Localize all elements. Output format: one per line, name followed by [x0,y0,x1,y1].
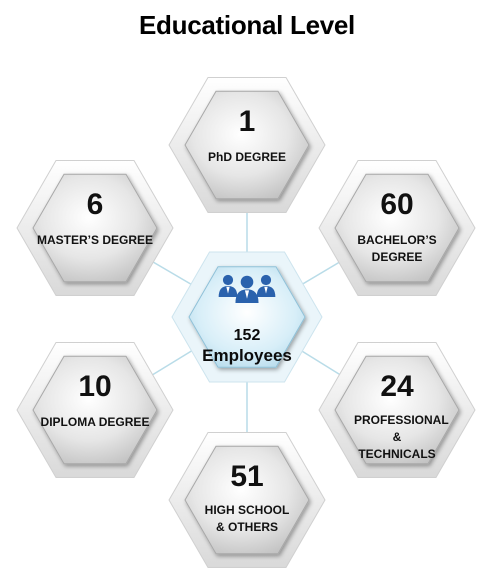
hex-inner-phd [184,90,310,200]
hex-inner-bachelor [334,173,460,283]
hex-master [16,160,174,296]
center-summary: 152 Employees [190,326,304,366]
hex-inner-diploma [32,355,158,465]
center-hex-inner [188,266,306,368]
person-center-icon [235,275,259,303]
people-group-icon [218,274,276,303]
hex-inner-highschool [184,445,310,555]
hex-inner-master [32,173,158,283]
center-count: 152 [233,327,261,344]
hex-bachelor [318,160,476,296]
person-left-icon [218,274,238,297]
diagram-title: Educational Level [139,10,355,40]
hex-inner-professional [334,355,460,465]
hex-professional [318,342,476,478]
hexagon-nodes [16,77,476,568]
center-label: Employees [202,346,292,365]
hex-highschool [168,432,326,568]
person-right-icon [256,274,276,297]
center-hexagon [171,251,323,383]
hex-diploma [16,342,174,478]
hex-phd [168,77,326,213]
